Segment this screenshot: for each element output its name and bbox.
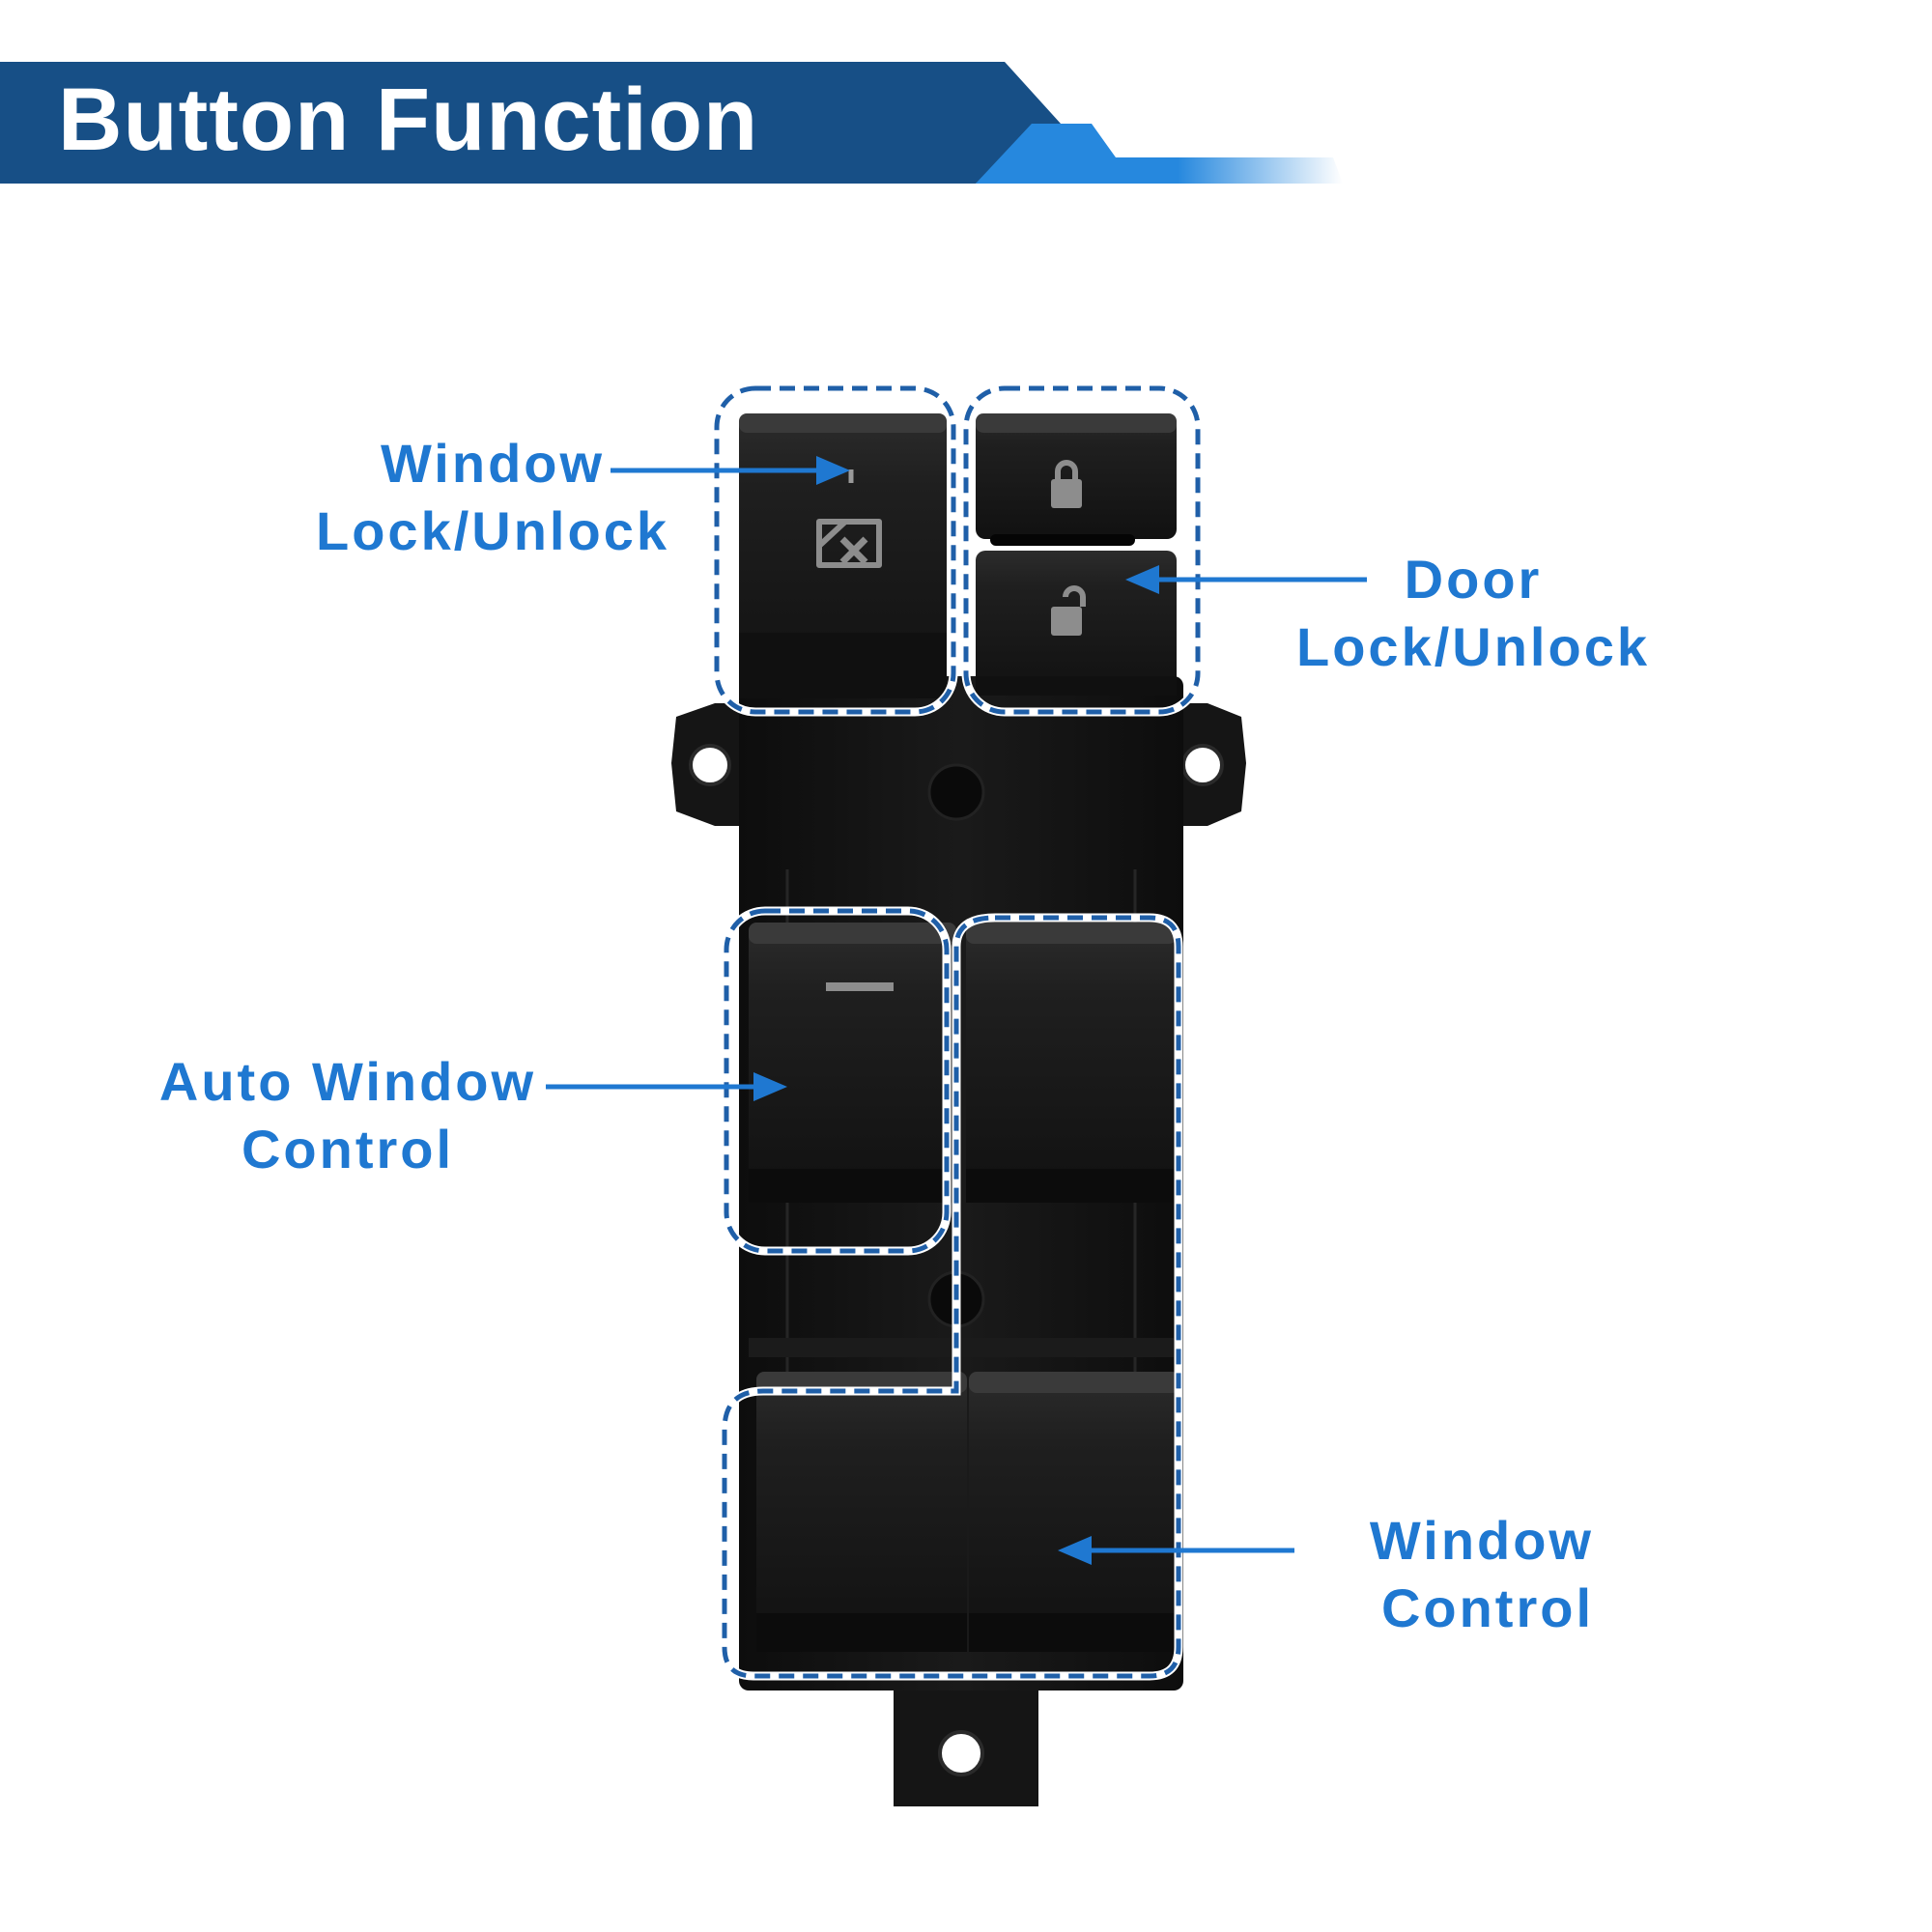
padlock-closed-icon	[1051, 460, 1082, 508]
label-line-1: Window	[1369, 1510, 1594, 1571]
door-unlock-button[interactable]	[976, 551, 1177, 696]
arrow-window-lock	[611, 456, 850, 485]
window-lock-icon	[816, 519, 882, 568]
mounting-tab-bottom	[894, 1686, 1038, 1806]
header-banner	[0, 62, 1343, 184]
label-door-lock-unlock: Door Lock/Unlock	[1285, 546, 1662, 681]
label-line-1: Auto Window	[158, 1051, 537, 1112]
label-auto-window-control: Auto Window Control	[145, 1048, 551, 1183]
label-window-lock-unlock: Window Lock/Unlock	[309, 430, 676, 565]
door-lock-divider	[990, 534, 1135, 546]
passenger-window-button[interactable]	[966, 923, 1177, 1203]
label-line-2: Control	[1380, 1577, 1594, 1638]
housing-screw-hole-top	[927, 763, 985, 821]
arrow-window-control	[1058, 1536, 1294, 1565]
rear-right-window-button[interactable]	[969, 1372, 1179, 1652]
mounting-tab-left	[671, 703, 749, 826]
padlock-open-icon	[1051, 585, 1086, 636]
label-line-2: Control	[241, 1119, 455, 1179]
arrow-door-lock	[1125, 565, 1367, 594]
outline-window-lock	[714, 385, 956, 715]
banner-dark-band	[0, 62, 1061, 184]
rear-left-window-button[interactable]	[756, 1372, 967, 1652]
page-title: Button Function	[58, 71, 759, 169]
label-line-1: Door	[1404, 549, 1543, 610]
door-lock-button[interactable]	[976, 413, 1177, 539]
outline-door-lock	[963, 385, 1201, 715]
auto-window-button[interactable]	[749, 923, 956, 1203]
label-line-1: Window	[380, 433, 606, 494]
banner-accent-stripe	[976, 124, 1343, 184]
auto-indicator-bar	[826, 982, 894, 991]
label-line-2: Lock/Unlock	[1296, 616, 1650, 677]
label-line-2: Lock/Unlock	[316, 500, 669, 561]
mounting-tab-right	[1169, 703, 1246, 826]
label-window-control: Window Control	[1304, 1507, 1594, 1642]
window-lock-button[interactable]	[739, 413, 947, 698]
arrow-auto-window	[546, 1072, 787, 1101]
outline-window-control	[722, 915, 1181, 1679]
